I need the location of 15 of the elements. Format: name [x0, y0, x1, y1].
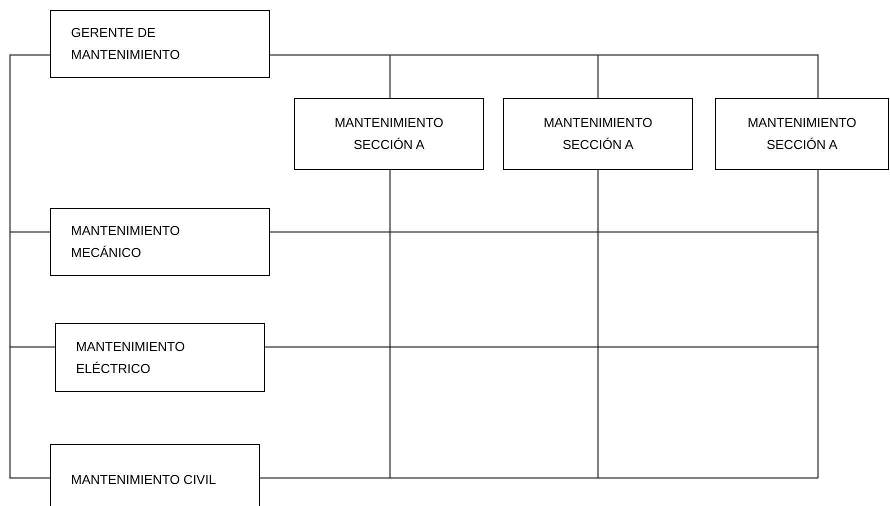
org-box [715, 98, 889, 170]
box-label: MANTENIMIENTO ELÉCTRICO [76, 338, 186, 378]
box-label: MANTENIMIENTO SECCIÓN A [542, 114, 654, 154]
org-box [50, 208, 270, 276]
box-label: MANTENIMIENTO SECCIÓN A [334, 114, 444, 154]
box-label: MANTENIMIENTO CIVIL [71, 470, 216, 488]
org-box [50, 444, 260, 506]
org-box [294, 98, 484, 170]
org-box [503, 98, 693, 170]
connector-line [10, 54, 50, 478]
box-label: GERENTE DE MANTENIMIENTO [71, 24, 181, 64]
box-label: MANTENIMIENTO MECÁNICO [71, 222, 181, 262]
box-label: MANTENIMIENTO SECCIÓN A [746, 114, 858, 154]
org-box [55, 323, 265, 392]
org-box [50, 10, 270, 78]
